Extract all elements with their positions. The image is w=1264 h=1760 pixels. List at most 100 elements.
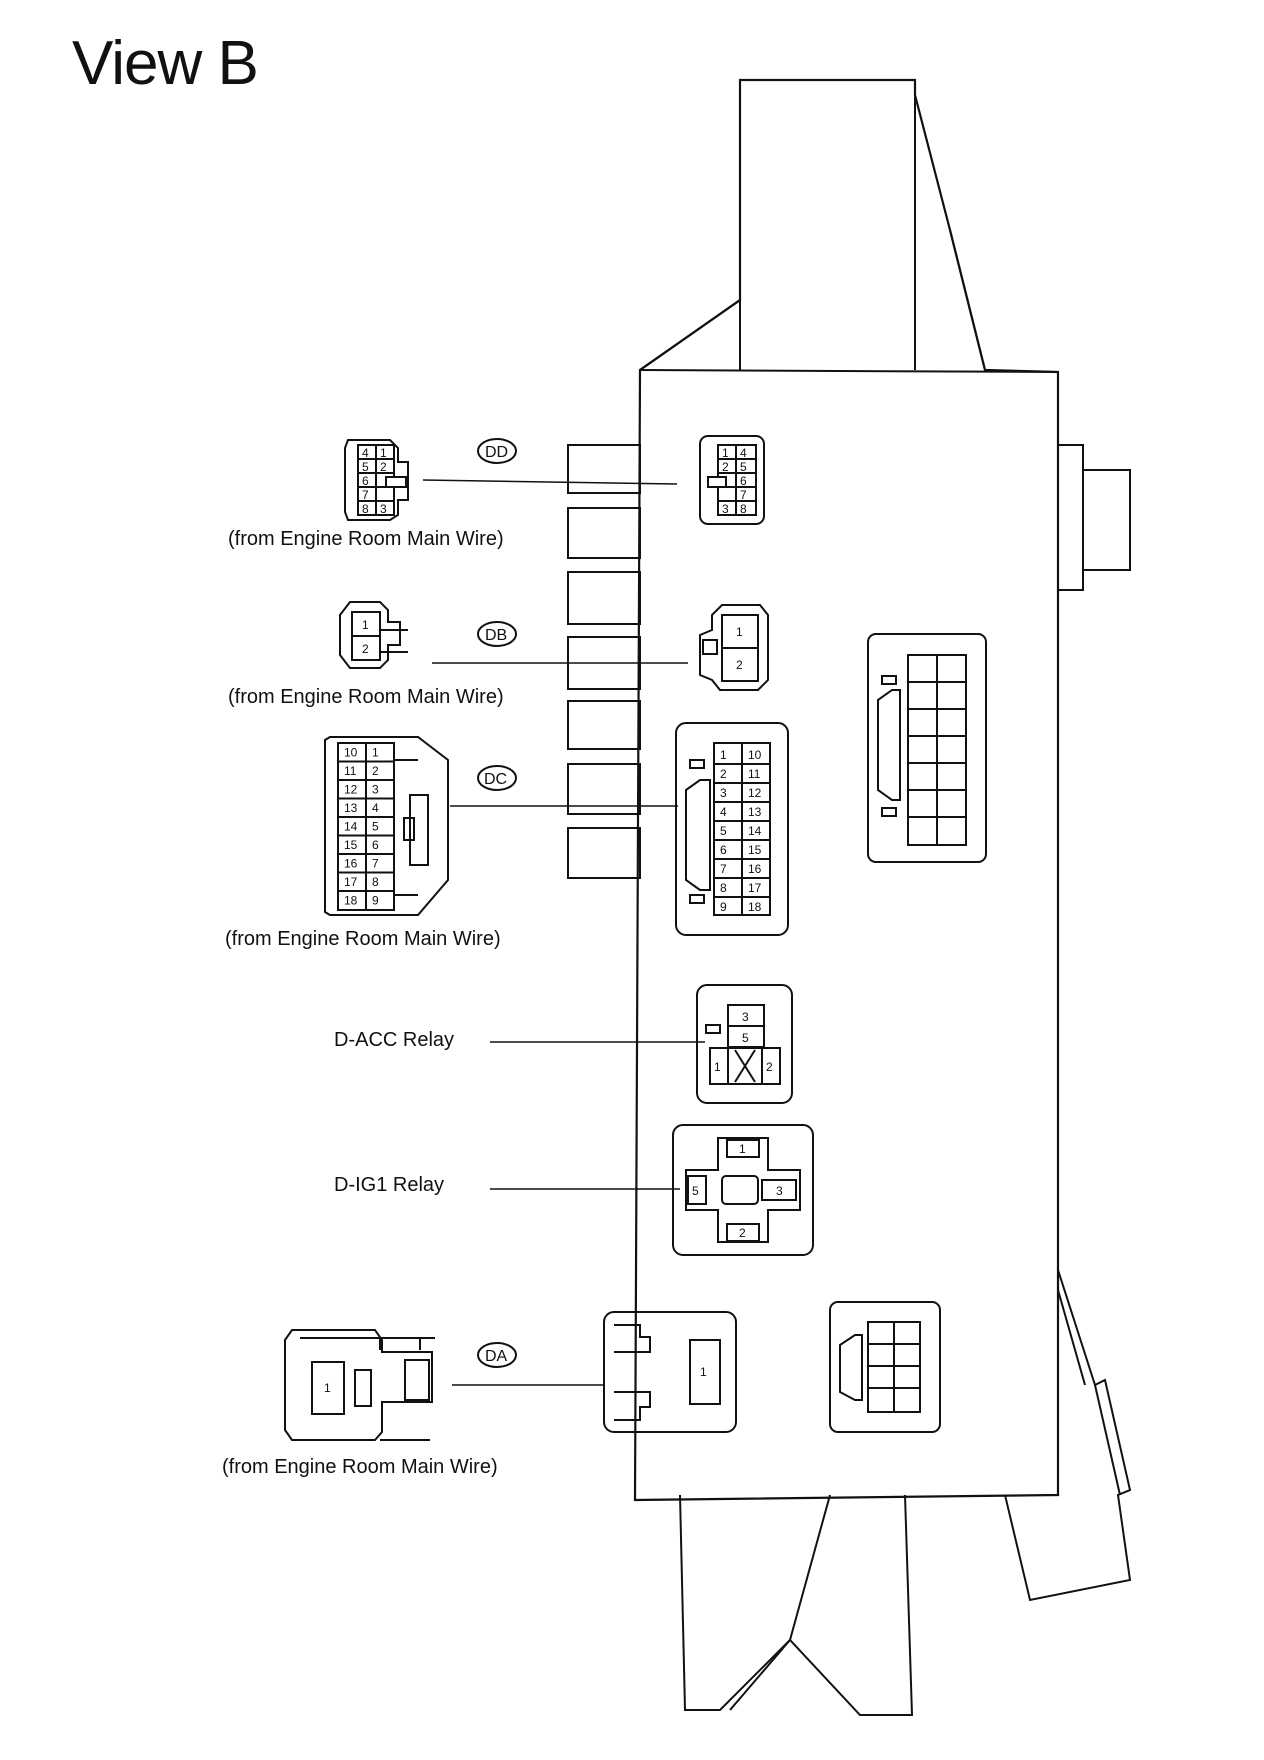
dig1-pin-2: 2 [739, 1226, 746, 1240]
dc-socket-pin-9: 9 [720, 900, 727, 914]
db-source-label: (from Engine Room Main Wire) [228, 686, 504, 708]
dacc-pin-5: 5 [742, 1031, 749, 1045]
dacc-relay-label: D-ACC Relay [334, 1029, 454, 1051]
dc-socket-pin-10: 10 [748, 748, 762, 762]
dd-socket-pin-4: 4 [740, 446, 747, 460]
dc-plug-pin-4: 4 [372, 801, 379, 815]
relay-dig1: D-IG1 Relay 1 5 3 2 [334, 1124, 814, 1256]
dc-socket-pin-18: 18 [748, 900, 762, 914]
dc-plug-pin-14: 14 [344, 820, 358, 834]
dd-leader-line [422, 479, 678, 485]
dacc-pin-1: 1 [714, 1060, 721, 1074]
dd-socket: 1 2 3 4 5 6 7 8 [699, 435, 765, 525]
dc-socket-pin-5: 5 [720, 824, 727, 838]
da-socket: 1 [603, 1311, 737, 1433]
dc-plug-pin-16: 16 [344, 857, 358, 871]
dc-plug-pin-5: 5 [372, 820, 379, 834]
dc-plug-pin-8: 8 [372, 875, 379, 889]
connector-da: 1 (from Engine Room Main Wire) DA 1 [222, 1311, 737, 1478]
dc-socket-pin-17: 17 [748, 881, 762, 895]
dc-source-label: (from Engine Room Main Wire) [225, 928, 501, 950]
dc-plug-pin-9: 9 [372, 894, 379, 908]
dacc-pin-2: 2 [766, 1060, 773, 1074]
dd-plug-pin-6: 6 [362, 474, 369, 488]
db-socket-pin-1: 1 [736, 625, 743, 639]
dd-socket-pin-2: 2 [722, 460, 729, 474]
db-socket: 1 2 [699, 604, 769, 691]
dd-plug-pin-4: 4 [362, 446, 369, 460]
dd-socket-pin-3: 3 [722, 502, 729, 516]
dc-socket-pin-8: 8 [720, 881, 727, 895]
dd-plug-pin-5: 5 [362, 460, 369, 474]
da-code-badge [477, 1342, 517, 1368]
dc-socket-pin-14: 14 [748, 824, 762, 838]
dc-plug-pin-12: 12 [344, 783, 358, 797]
dc-plug-pin-18: 18 [344, 894, 358, 908]
left-tabs [567, 444, 641, 879]
dc-socket-pin-6: 6 [720, 843, 727, 857]
dig1-pin-3: 3 [776, 1184, 783, 1198]
dc-socket-pin-3: 3 [720, 786, 727, 800]
dc-plug-pin-17: 17 [344, 875, 358, 889]
dd-plug-pin-7: 7 [362, 488, 369, 502]
da-socket-pin-1: 1 [700, 1365, 707, 1379]
dd-code-badge [477, 438, 517, 464]
db-plug: 1 2 [339, 601, 408, 669]
relay-block-body [567, 78, 1132, 1716]
dig1-relay-label: D-IG1 Relay [334, 1174, 444, 1196]
db-socket-pin-2: 2 [736, 658, 743, 672]
da-code-text: DA [485, 1348, 508, 1365]
dc-plug-pin-2: 2 [372, 764, 379, 778]
dc-plug-pin-1: 1 [372, 746, 379, 760]
dig1-pin-1: 1 [739, 1142, 746, 1156]
dc-plug-pin-11: 11 [344, 764, 357, 778]
dc-socket-pin-15: 15 [748, 843, 762, 857]
da-plug: 1 [284, 1329, 435, 1441]
dc-socket-pin-7: 7 [720, 862, 727, 876]
dd-socket-pin-7: 7 [740, 488, 747, 502]
dc-socket-pin-2: 2 [720, 767, 727, 781]
dc-socket-pin-4: 4 [720, 805, 727, 819]
dd-socket-pin-6: 6 [740, 474, 747, 488]
dc-plug-pin-10: 10 [344, 746, 358, 760]
dd-socket-pin-5: 5 [740, 460, 747, 474]
diagram-title: View B [72, 29, 259, 98]
relay-dacc: D-ACC Relay 3 5 1 2 [334, 984, 793, 1104]
dacc-pin-3: 3 [742, 1010, 749, 1024]
dd-socket-pin-1: 1 [722, 446, 729, 460]
dc-socket-pin-11: 11 [748, 767, 761, 781]
right-lower-socket [829, 1301, 941, 1433]
dd-plug-pin-3: 3 [380, 502, 387, 516]
dc-code-badge [477, 765, 517, 791]
dd-source-label: (from Engine Room Main Wire) [228, 528, 504, 550]
dc-plug-pin-15: 15 [344, 838, 358, 852]
dc-plug-pin-3: 3 [372, 783, 379, 797]
dc-socket-pin-16: 16 [748, 862, 762, 876]
dd-plug: 4 5 6 7 8 1 2 3 [344, 439, 409, 521]
right-upper-socket [867, 633, 987, 863]
db-plug-pin-1: 1 [362, 618, 369, 632]
connector-dd: 4 5 6 7 8 1 2 3 (from Engine Room Main W… [228, 435, 765, 550]
dd-plug-pin-1: 1 [380, 446, 387, 460]
da-plug-pin-1: 1 [324, 1381, 331, 1395]
dd-plug-pin-8: 8 [362, 502, 369, 516]
dc-socket-pin-12: 12 [748, 786, 762, 800]
dd-socket-pin-8: 8 [740, 502, 747, 516]
dig1-pin-5: 5 [692, 1184, 699, 1198]
db-code-badge [477, 621, 517, 647]
dc-plug-pin-6: 6 [372, 838, 379, 852]
dc-socket-pin-1: 1 [720, 748, 727, 762]
dd-code-text: DD [485, 444, 508, 461]
db-plug-pin-2: 2 [362, 642, 369, 656]
db-code-text: DB [485, 627, 507, 644]
da-source-label: (from Engine Room Main Wire) [222, 1456, 498, 1478]
dd-plug-pin-2: 2 [380, 460, 387, 474]
connector-db: 1 2 (from Engine Room Main Wire) DB 1 2 [228, 601, 769, 708]
dc-plug-pin-13: 13 [344, 801, 358, 815]
